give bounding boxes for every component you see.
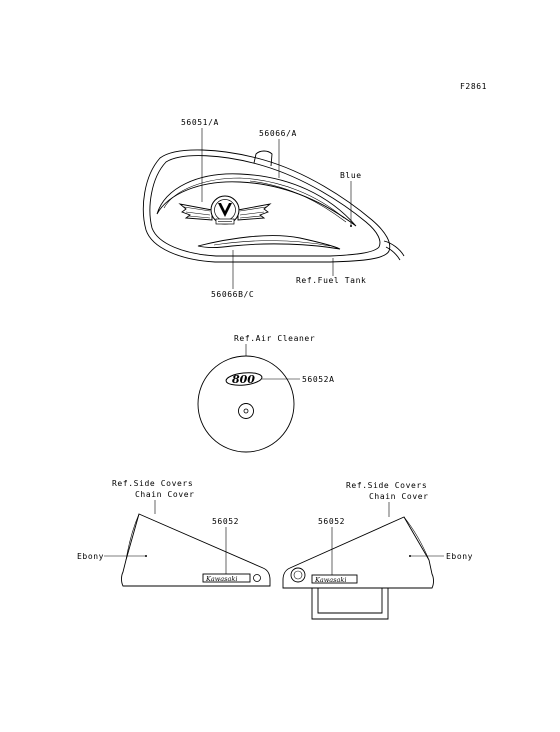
right-kawasaki-emblem-text: Kawasaki — [314, 576, 346, 584]
right-ref-side-covers: Ref.Side Covers — [346, 481, 427, 490]
air-cleaner-group: 800 — [197, 355, 295, 453]
right-side-cover-group: Kawasaki — [282, 516, 434, 620]
callout-56051-a: 56051/A — [181, 118, 219, 127]
left-side-cover-outline — [121, 513, 271, 587]
left-ref-side-covers: Ref.Side Covers — [112, 479, 193, 488]
emblem-800-text: 800 — [232, 373, 255, 386]
emblem-wing-right — [237, 203, 272, 221]
left-cover-mount-hole — [253, 574, 261, 582]
fuel-tank-inner-outline — [149, 155, 381, 257]
right-callout-ebony: Ebony — [446, 552, 473, 561]
stripe-decal-upper — [156, 173, 357, 227]
air-cleaner-center-bolt — [243, 408, 249, 414]
left-side-cover-edge — [125, 513, 140, 561]
air-cleaner-cover — [197, 355, 295, 453]
callout-blue: Blue — [340, 171, 362, 180]
right-side-cover-edge — [403, 516, 430, 561]
callout-56066-a: 56066/A — [259, 129, 297, 138]
callout-ref-air-cleaner: Ref.Air Cleaner — [234, 334, 315, 343]
left-callout-ebony: Ebony — [77, 552, 104, 561]
left-side-cover-group: Kawasaki — [121, 513, 271, 587]
right-ref-chain-cover: Chain Cover — [369, 492, 429, 501]
stripe-decal-lower-inner — [213, 240, 331, 247]
right-cover-bracket — [311, 588, 389, 620]
figure-code: F2861 — [460, 82, 487, 91]
left-ref-chain-cover: Chain Cover — [135, 490, 195, 499]
right-side-cover-outline — [282, 516, 434, 589]
left-callout-56052: 56052 — [212, 517, 239, 526]
emblem-wing-left — [178, 203, 213, 221]
callout-56066b-c: 56066B/C — [211, 290, 254, 299]
callout-ref-fuel-tank: Ref.Fuel Tank — [296, 276, 366, 285]
fuel-tank-outline — [142, 149, 391, 263]
air-cleaner-center-ring — [238, 403, 254, 419]
left-kawasaki-emblem-text: Kawasaki — [205, 575, 237, 583]
tank-emblem — [178, 195, 272, 225]
air-cleaner-emblem — [225, 372, 263, 386]
stripe-decal-upper-inner — [163, 177, 345, 219]
right-callout-56052: 56052 — [318, 517, 345, 526]
left-kawasaki-emblem — [202, 573, 251, 583]
right-kawasaki-emblem — [311, 574, 358, 584]
emblem-v-letter — [218, 203, 232, 217]
stripe-decal-upper-inner2 — [249, 180, 347, 223]
filler-cap — [253, 150, 273, 167]
fuel-tank-group — [142, 149, 405, 263]
fuel-line-stub — [383, 240, 405, 261]
callout-56052a: 56052A — [302, 375, 335, 384]
stripe-decal-lower — [197, 235, 341, 250]
